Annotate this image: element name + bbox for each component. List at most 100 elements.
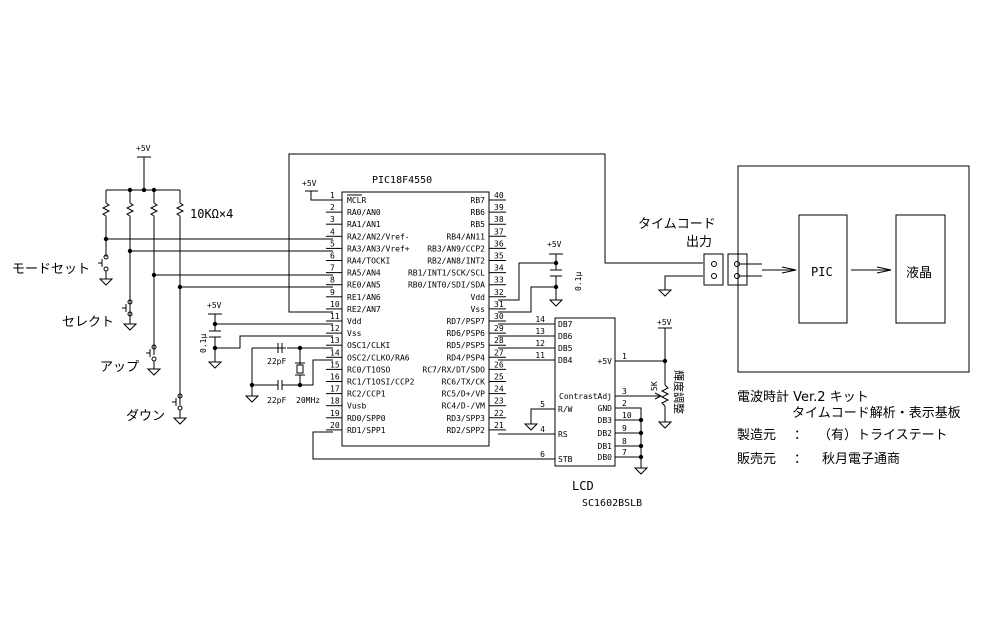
pin-number: 4 bbox=[330, 227, 335, 236]
pin-number: 3 bbox=[622, 387, 627, 396]
pin-label: RA3/AN3/Vref+ bbox=[347, 244, 410, 253]
pin-label: RD3/SPP3 bbox=[446, 414, 485, 423]
pin-number: 40 bbox=[494, 191, 504, 200]
pin-number: 31 bbox=[494, 300, 504, 309]
pin-label: RC6/TX/CK bbox=[442, 378, 486, 387]
pin-number: 26 bbox=[494, 360, 504, 369]
pin-number: 34 bbox=[494, 264, 504, 273]
pin-number: 13 bbox=[330, 336, 340, 345]
pin-label: OSC1/CLKI bbox=[347, 341, 391, 350]
pin-number: 5 bbox=[540, 400, 545, 409]
pin-label: RB4/AN11 bbox=[446, 232, 485, 241]
pin-label: RD1/SPP1 bbox=[347, 426, 386, 435]
pin-label: OSC2/CLKO/RA6 bbox=[347, 353, 410, 362]
pic-chip-body bbox=[341, 191, 490, 447]
crystal-cap-1-label: 22pF bbox=[267, 357, 286, 366]
maker-value: （有）トライステート bbox=[818, 428, 948, 443]
info-block: 電波時計 Ver.2 キット タイムコード解析・表示基板 製造元 ： （有）トラ… bbox=[737, 389, 961, 467]
pic-chip: PIC18F4550 1MCLR2RA0/AN03RA1/AN14RA2/AN2… bbox=[326, 175, 506, 447]
switch-label-select: セレクト bbox=[62, 315, 114, 330]
pin-label: ContrastAdj bbox=[559, 392, 612, 401]
pin-number: 8 bbox=[622, 437, 627, 446]
pin-number: 11 bbox=[535, 351, 545, 360]
pin-number: 32 bbox=[494, 288, 504, 297]
switches bbox=[98, 254, 187, 425]
pin-label: RB0/INT0/SDI/SDA bbox=[408, 281, 485, 290]
pullup-resistor-label: 10KΩ×4 bbox=[190, 207, 233, 221]
pin-label: Vusb bbox=[347, 402, 366, 411]
pin-label: RB7 bbox=[471, 196, 486, 205]
timecode-output-wire bbox=[288, 153, 703, 313]
lcd-power-contrast: +5V 5K 輝度調整 bbox=[615, 318, 686, 475]
crystal-oscillator: 22pF 22pF 20MHz bbox=[245, 343, 333, 405]
bypass-capacitor-left: +5V 0.1μ bbox=[199, 301, 333, 369]
pin-label: DB4 bbox=[558, 356, 573, 365]
lcd-body bbox=[554, 317, 616, 467]
pin-number: 23 bbox=[494, 397, 504, 406]
pin-label: DB5 bbox=[558, 344, 573, 353]
contrast-pot-value: 5K bbox=[650, 381, 659, 391]
pin-number: 2 bbox=[330, 203, 335, 212]
pin-label: DB3 bbox=[598, 416, 613, 425]
pin-number: 15 bbox=[330, 360, 340, 369]
pin-label: RC2/CCP1 bbox=[347, 390, 386, 399]
pin-label: RB1/INT1/SCK/SCL bbox=[408, 269, 485, 278]
pin-number: 7 bbox=[622, 448, 627, 457]
vcc-label: +5V bbox=[207, 301, 222, 310]
pin-label: Vss bbox=[347, 329, 362, 338]
pin-label: RS bbox=[558, 430, 568, 439]
pin-label: RC7/RX/DT/SDO bbox=[422, 365, 485, 374]
switch-label-down: ダウン bbox=[126, 409, 165, 424]
pin-label: RE2/AN7 bbox=[347, 305, 381, 314]
pin-number: 18 bbox=[330, 397, 340, 406]
pin-number: 9 bbox=[330, 288, 335, 297]
pin-number: 16 bbox=[330, 373, 340, 382]
pin-number: 2 bbox=[622, 399, 627, 408]
pin-label: Vdd bbox=[471, 293, 486, 302]
pin-number: 19 bbox=[330, 409, 340, 418]
pin-label: DB1 bbox=[598, 442, 613, 451]
pin-number: 4 bbox=[540, 425, 545, 434]
pin-number: 22 bbox=[494, 409, 504, 418]
pin-label: RC5/D+/VP bbox=[442, 390, 486, 399]
switch-label-mode-set: モードセット bbox=[12, 262, 90, 277]
pin-number: 1 bbox=[330, 191, 335, 200]
vcc-label: +5V bbox=[302, 179, 317, 188]
timecode-label-line2: 出力 bbox=[686, 235, 712, 250]
pin-number: 10 bbox=[622, 411, 632, 420]
pin-number: 8 bbox=[330, 276, 335, 285]
mclr-vcc: +5V bbox=[302, 179, 333, 201]
pushbutton-switch bbox=[122, 299, 137, 331]
pin-label: RE1/AN6 bbox=[347, 293, 381, 302]
pic-left-pins: 1MCLR2RA0/AN03RA1/AN14RA2/AN2/Vref-5RA3/… bbox=[326, 191, 415, 435]
stb-wire bbox=[312, 431, 555, 460]
pin-label: DB2 bbox=[598, 429, 613, 438]
pin-number: 1 bbox=[622, 352, 627, 361]
pin-label: STB bbox=[558, 455, 573, 464]
pin-label: RC4/D-/VM bbox=[442, 402, 486, 411]
pin-number: 29 bbox=[494, 324, 504, 333]
timecode-label-line1: タイムコード bbox=[638, 217, 716, 232]
pullup-resistor bbox=[149, 190, 159, 275]
bypass-cap-label: 0.1μ bbox=[574, 272, 583, 291]
pin-number: 35 bbox=[494, 252, 504, 261]
crystal-frequency-label: 20MHz bbox=[296, 396, 320, 405]
timecode-connector: タイムコード 出力 bbox=[638, 217, 762, 297]
pin-label: RD2/SPP2 bbox=[446, 426, 485, 435]
